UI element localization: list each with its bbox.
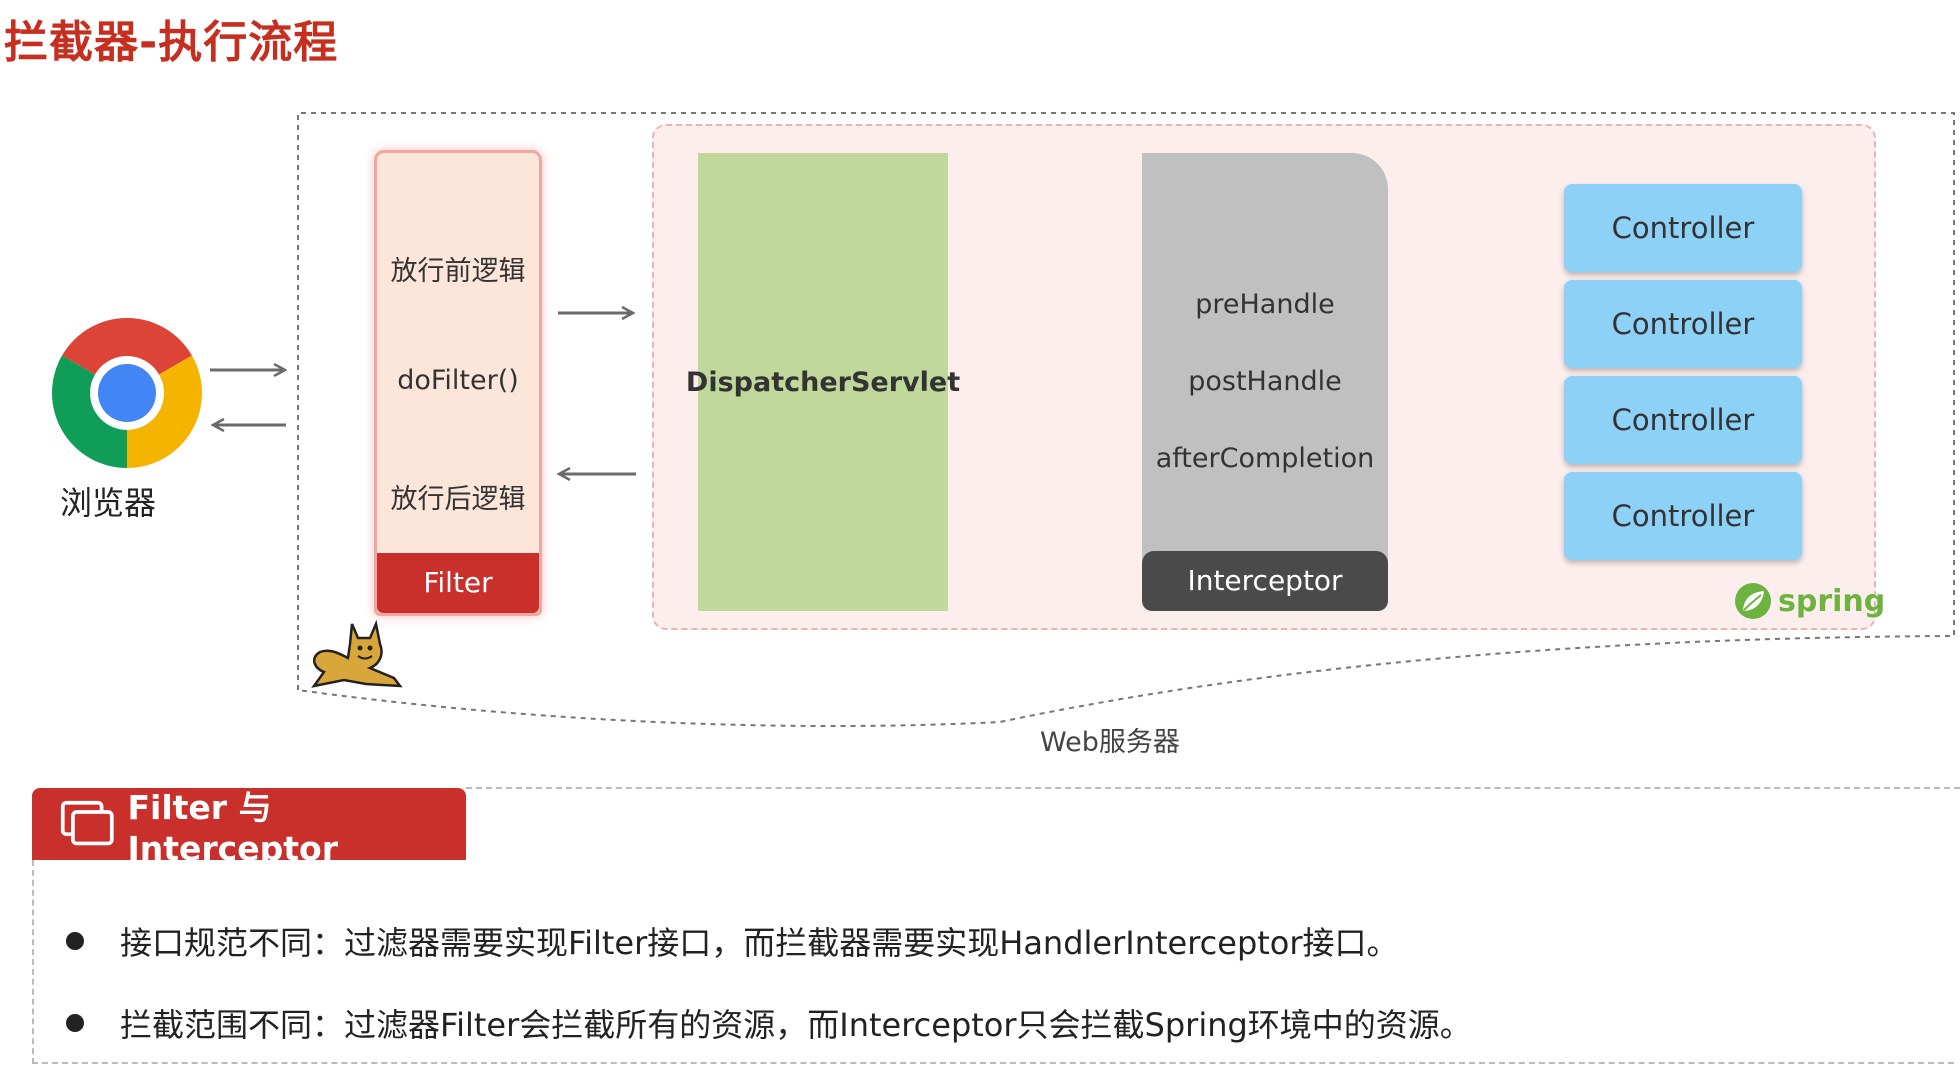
controller-box: Controller bbox=[1564, 184, 1802, 272]
page-title: 拦截器-执行流程 bbox=[4, 17, 339, 68]
controller-box: Controller bbox=[1564, 376, 1802, 464]
interceptor-box: preHandle postHandle afterCompletion Int… bbox=[1142, 153, 1388, 611]
tomcat-cat-icon bbox=[311, 619, 403, 688]
interceptor-posthandle: postHandle bbox=[1188, 366, 1342, 397]
controller-box: Controller bbox=[1564, 280, 1802, 368]
bullet-dot bbox=[66, 1014, 84, 1032]
spring-logo-text: spring bbox=[1778, 583, 1886, 619]
bullet-item: 接口规范不同：过滤器需要实现Filter接口，而拦截器需要实现HandlerIn… bbox=[120, 924, 1399, 962]
section-divider bbox=[466, 787, 1960, 789]
section-content bbox=[32, 860, 1954, 1064]
filter-footer: Filter bbox=[377, 553, 539, 613]
filter-box: 放行前逻辑 doFilter() 放行后逻辑 Filter bbox=[374, 150, 542, 616]
interceptor-prehandle: preHandle bbox=[1195, 289, 1335, 320]
interceptor-footer: Interceptor bbox=[1142, 551, 1388, 611]
browser-label: 浏览器 bbox=[60, 484, 157, 522]
section-header: Filter 与 Interceptor bbox=[32, 788, 466, 868]
filter-dofilter: doFilter() bbox=[397, 365, 519, 396]
copy-windows-icon bbox=[60, 800, 114, 846]
bullet-dot bbox=[66, 932, 84, 950]
interceptor-aftercompletion: afterCompletion bbox=[1155, 443, 1375, 474]
filter-before-logic: 放行前逻辑 bbox=[390, 256, 526, 287]
dispatcher-label: DispatcherServlet bbox=[685, 366, 961, 398]
spring-leaf-icon bbox=[1735, 583, 1771, 619]
chrome-icon bbox=[52, 318, 202, 468]
filter-after-logic: 放行后逻辑 bbox=[390, 484, 526, 515]
section-title: Filter 与 Interceptor bbox=[127, 787, 338, 868]
web-server-label: Web服务器 bbox=[1040, 727, 1180, 758]
dispatcher-servlet: DispatcherServlet bbox=[686, 153, 960, 611]
controller-box: Controller bbox=[1564, 472, 1802, 560]
web-server-boundary bbox=[297, 112, 1955, 728]
bullet-item: 拦截范围不同：过滤器Filter会拦截所有的资源，而Interceptor只会拦… bbox=[120, 1006, 1472, 1044]
spring-logo: spring bbox=[1734, 582, 1885, 620]
